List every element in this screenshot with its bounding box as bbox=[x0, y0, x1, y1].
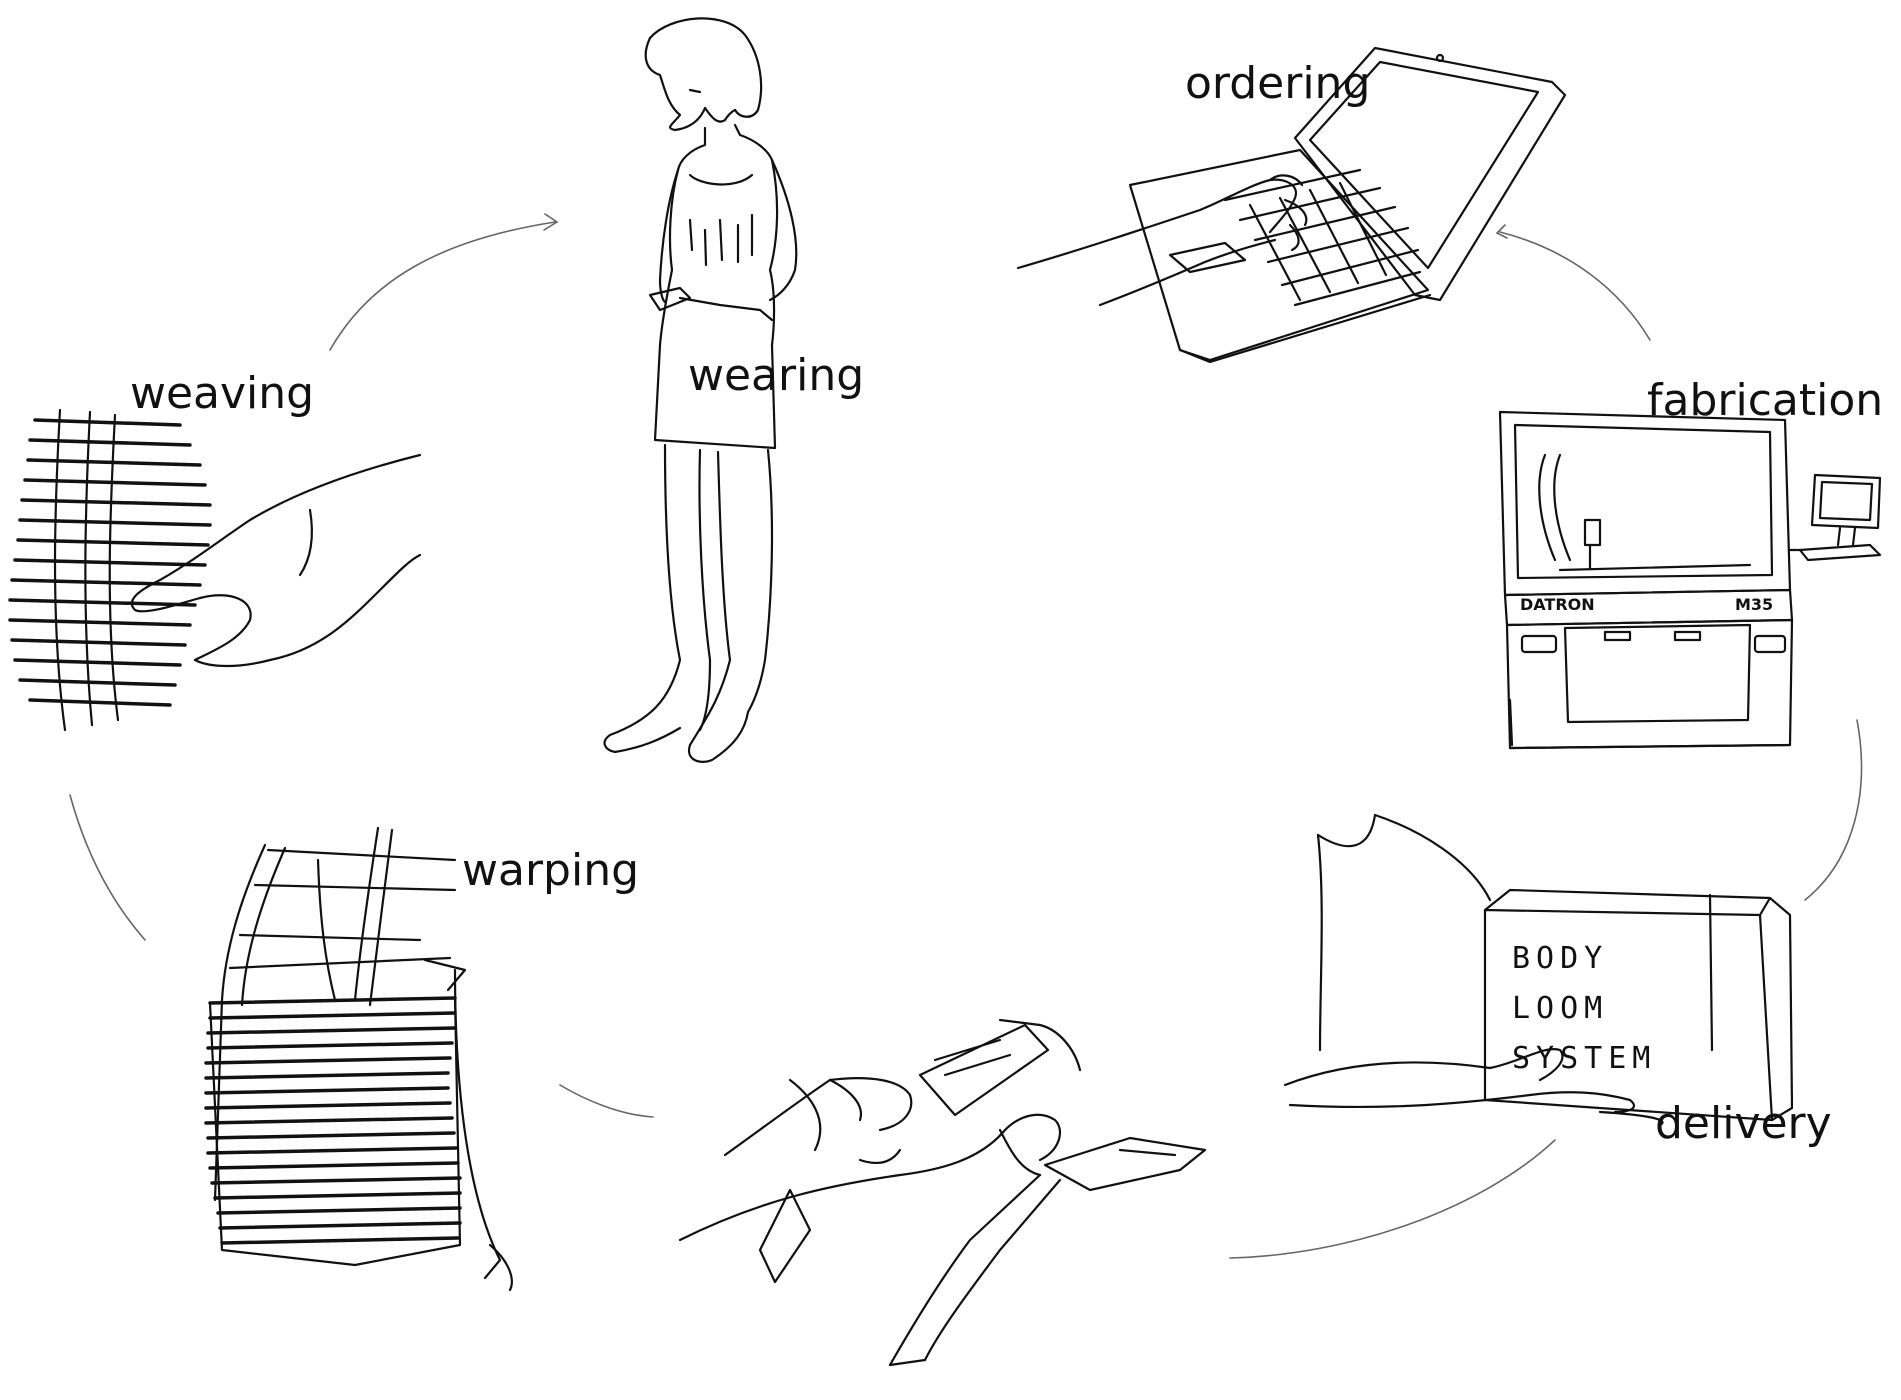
machine-brand: DATRON bbox=[1520, 595, 1595, 614]
arrow-weaving-to-wearing bbox=[329, 221, 556, 351]
label-warping: warping bbox=[462, 845, 639, 896]
cycle-arrows bbox=[69, 213, 1863, 1259]
label-delivery: delivery bbox=[1655, 1098, 1832, 1149]
fabrication-cnc-machine-illustration: DATRON M35 bbox=[1498, 410, 1882, 750]
arrowhead-wearing bbox=[543, 213, 559, 231]
arrow-delivery-to-measure bbox=[1229, 1139, 1556, 1259]
weaving-hand-illustration bbox=[8, 408, 422, 732]
measuring-hands-illustration bbox=[678, 1018, 1207, 1367]
keyboard bbox=[1223, 168, 1422, 307]
arrow-measure-to-warping bbox=[559, 1084, 654, 1118]
arrowhead-ordering bbox=[1495, 224, 1508, 239]
ordering-laptop-illustration bbox=[1016, 46, 1567, 364]
warp-stripes bbox=[204, 996, 462, 1245]
arrow-fabrication-to-delivery bbox=[1804, 719, 1863, 901]
arrow-fabrication-to-ordering bbox=[1499, 231, 1651, 341]
label-weaving: weaving bbox=[130, 368, 314, 419]
wearing-woman-illustration bbox=[603, 17, 798, 763]
delivery-box-illustration: BODY LOOM SYSTEM bbox=[1283, 813, 1794, 1127]
arrow-warping-to-weaving bbox=[69, 794, 146, 941]
label-ordering: ordering bbox=[1185, 58, 1370, 109]
box-label-line1: BODY bbox=[1512, 941, 1608, 976]
warping-dressform-illustration bbox=[204, 826, 513, 1292]
machine-model: M35 bbox=[1735, 595, 1773, 614]
label-wearing: wearing bbox=[688, 350, 864, 401]
label-fabrication: fabrication bbox=[1647, 375, 1883, 426]
box-label-line2: LOOM bbox=[1512, 991, 1608, 1026]
box-label-line3: SYSTEM bbox=[1512, 1041, 1656, 1076]
